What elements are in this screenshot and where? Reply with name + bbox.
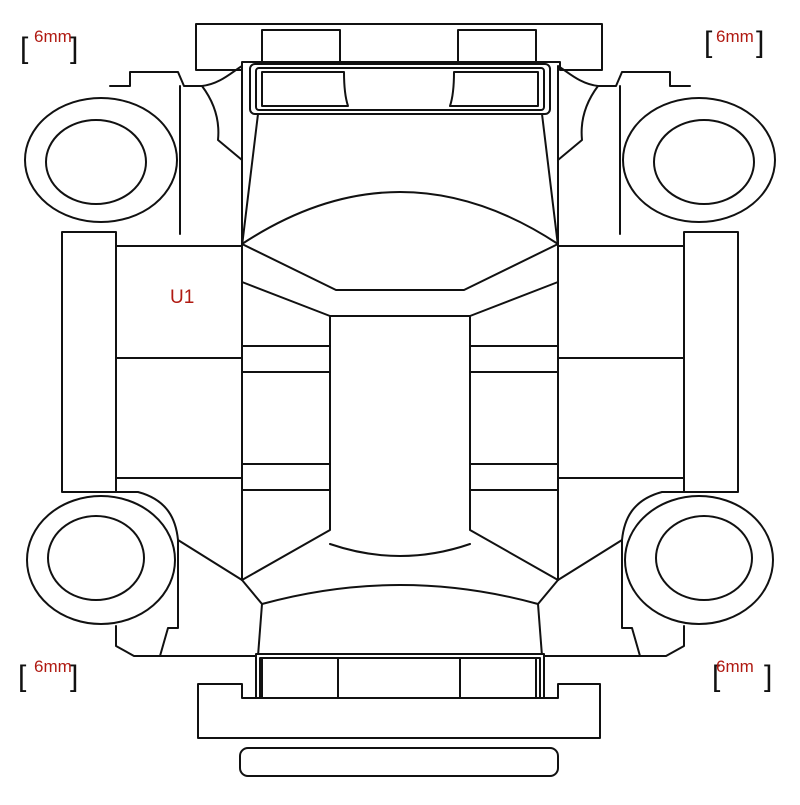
windshield[interactable] bbox=[241, 243, 559, 291]
marker-bottom-right: [ ] 6mm bbox=[712, 657, 772, 693]
license-plate-bar[interactable] bbox=[239, 747, 559, 777]
front-right-wheel[interactable] bbox=[622, 97, 776, 223]
left-rear-door[interactable] bbox=[115, 357, 243, 479]
rear-bumper[interactable] bbox=[197, 683, 601, 739]
svg-text:]: ] bbox=[70, 660, 78, 693]
rear-right-wheel[interactable] bbox=[624, 495, 774, 625]
damage-label-u1[interactable]: U1 bbox=[170, 287, 194, 308]
trunk-lid[interactable] bbox=[255, 584, 545, 701]
front-left-fender[interactable] bbox=[109, 65, 243, 247]
front-grille[interactable] bbox=[249, 63, 551, 115]
rear-left-quarter[interactable] bbox=[115, 491, 263, 657]
svg-text:[: [ bbox=[20, 32, 29, 65]
left-rocker-panel[interactable] bbox=[61, 231, 117, 493]
svg-text:[: [ bbox=[704, 26, 713, 59]
marker-top-right: [ ] 6mm bbox=[704, 26, 764, 59]
rear-left-wheel[interactable] bbox=[26, 495, 176, 625]
right-rear-door[interactable] bbox=[557, 357, 685, 479]
marker-top-left-label: 6mm bbox=[34, 27, 72, 46]
svg-text:[: [ bbox=[712, 660, 721, 693]
front-right-fender[interactable] bbox=[557, 65, 691, 247]
right-pillars[interactable] bbox=[469, 345, 559, 491]
roof[interactable] bbox=[241, 243, 559, 581]
marker-bottom-left: [ ] 6mm bbox=[18, 657, 78, 693]
marker-bottom-left-label: 6mm bbox=[34, 657, 72, 676]
marker-top-left: [ ] 6mm bbox=[20, 27, 78, 65]
svg-text:]: ] bbox=[756, 26, 764, 59]
hood[interactable] bbox=[241, 113, 559, 247]
front-left-wheel[interactable] bbox=[24, 97, 178, 223]
marker-top-right-label: 6mm bbox=[716, 27, 754, 46]
right-front-door[interactable] bbox=[557, 245, 685, 359]
left-pillars[interactable] bbox=[241, 345, 331, 491]
svg-text:]: ] bbox=[70, 32, 78, 65]
marker-bottom-right-label: 6mm bbox=[716, 657, 754, 676]
rear-right-quarter[interactable] bbox=[537, 491, 685, 657]
right-rocker-panel[interactable] bbox=[683, 231, 739, 493]
svg-text:]: ] bbox=[764, 660, 772, 693]
svg-text:[: [ bbox=[18, 660, 27, 693]
front-bumper[interactable] bbox=[195, 23, 603, 71]
